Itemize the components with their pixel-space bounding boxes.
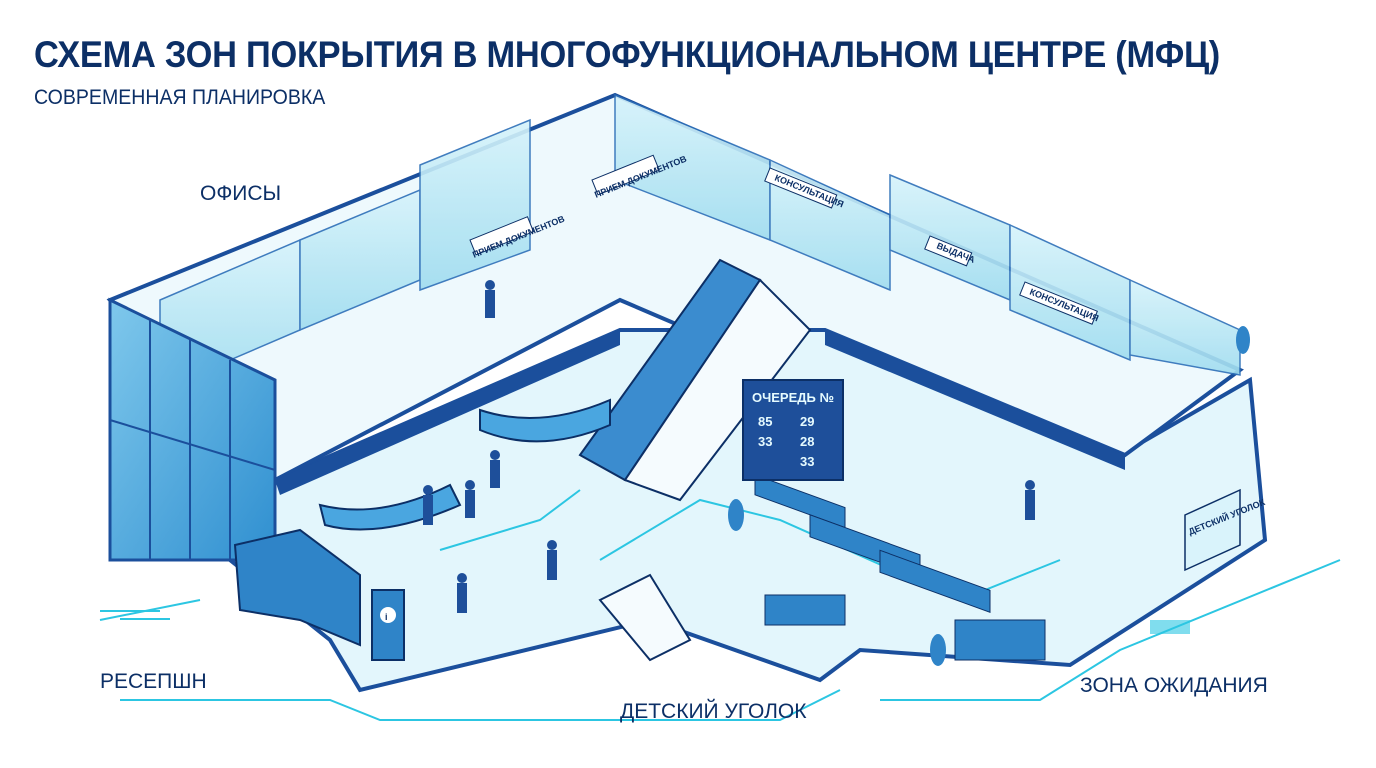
queue-board: ОЧЕРЕДЬ № 85 33 29 28 33 [742, 379, 844, 481]
info-icon-glyph: i [385, 612, 388, 622]
decor-dots [100, 610, 1190, 634]
zone-label-offices: ОФИСЫ [200, 182, 282, 205]
queue-board-title: ОЧЕРЕДЬ № [752, 390, 834, 405]
entrance-door[interactable] [233, 528, 361, 647]
queue-number: 85 [758, 414, 772, 429]
info-icon [380, 607, 396, 623]
queue-number: 33 [758, 434, 772, 449]
zone-label-kids-corner: ДЕТСКИЙ УГОЛОК [620, 700, 807, 723]
floor-edge [825, 330, 1125, 470]
queue-number: 33 [800, 454, 814, 469]
upper-desk [479, 398, 611, 443]
waiting-chairs [754, 474, 1046, 661]
plants [728, 326, 1250, 666]
kids-corner-sign [1184, 488, 1241, 572]
zone-label-reception: РЕСЕПШН [100, 670, 207, 693]
page-title: СХЕМА ЗОН ПОКРЫТИЯ В МНОГОФУНКЦИОНАЛЬНОМ… [34, 34, 1220, 75]
zone-label-waiting-area: ЗОНА ОЖИДАНИЯ [1080, 674, 1268, 697]
page-subtitle: СОВРЕМЕННАЯ ПЛАНИРОВКА [34, 86, 326, 109]
people [423, 280, 1035, 613]
office-walls [159, 93, 1241, 392]
queue-number: 28 [800, 434, 814, 449]
floor-edge [275, 330, 620, 495]
escalator [578, 258, 812, 502]
facade-mullions [109, 320, 276, 560]
stairs [598, 573, 692, 662]
info-stand [371, 589, 405, 661]
queue-number: 29 [800, 414, 814, 429]
